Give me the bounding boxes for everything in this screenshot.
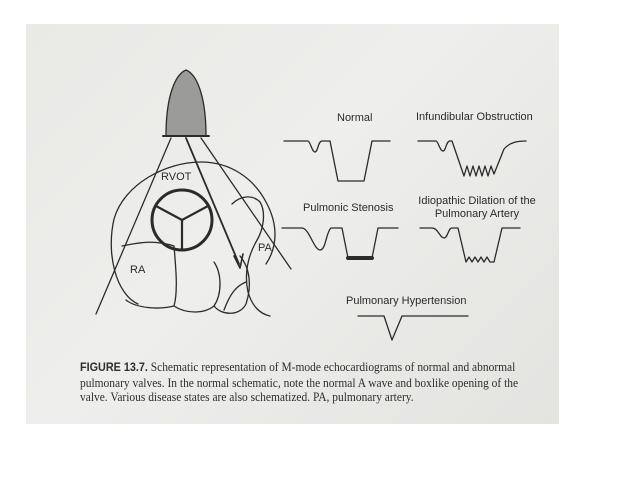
title-idiopathic-dilation: Idiopathic Dilation of the Pulmonary Art… — [412, 195, 542, 221]
waveform-dilation — [419, 227, 521, 263]
heart-outline — [110, 161, 276, 305]
ventricle-lobe-left — [173, 261, 221, 313]
title-normal: Normal — [337, 112, 373, 124]
figure-label: FIGURE 13.7. — [80, 362, 148, 374]
waveform-infundibular — [417, 140, 527, 177]
pulmonary-artery-branch — [223, 281, 247, 311]
caption-text: Schematic representation of M-mode echoc… — [80, 360, 519, 404]
beam-right-line — [200, 137, 292, 270]
title-dilation-line2: Pulmonary Artery — [434, 208, 520, 220]
label-ra: RA — [130, 264, 146, 276]
waveform-hypertension — [357, 315, 469, 341]
figure-artwork — [95, 69, 527, 341]
title-dilation-line1: Idiopathic Dilation of the — [418, 195, 536, 207]
ventricle-lobe-right — [213, 255, 251, 314]
textbook-page-photo: RVOT RA PA Normal Infundibular Obstructi… — [26, 24, 559, 424]
waveform-pulmonic-stenosis — [281, 227, 399, 259]
label-rvot: RVOT — [161, 171, 192, 183]
valve-cusp-line-2 — [154, 204, 184, 222]
valve-cusp-line-3 — [180, 204, 210, 222]
mmode-arrow-head — [233, 253, 244, 269]
title-pulmonic-stenosis: Pulmonic Stenosis — [303, 202, 394, 214]
title-infundibular-obstruction: Infundibular Obstruction — [416, 111, 533, 123]
title-pulmonary-hypertension: Pulmonary Hypertension — [346, 295, 467, 307]
transducer-probe — [165, 69, 207, 137]
mmode-cursor-arrow — [185, 137, 240, 265]
waveform-normal — [283, 140, 391, 182]
beam-left-line — [95, 137, 172, 315]
right-atrium-outline — [121, 241, 177, 309]
pulmonary-artery-outline — [231, 196, 271, 317]
label-pa: PA — [258, 242, 272, 254]
figure-caption: FIGURE 13.7. Schematic representation of… — [80, 360, 524, 405]
